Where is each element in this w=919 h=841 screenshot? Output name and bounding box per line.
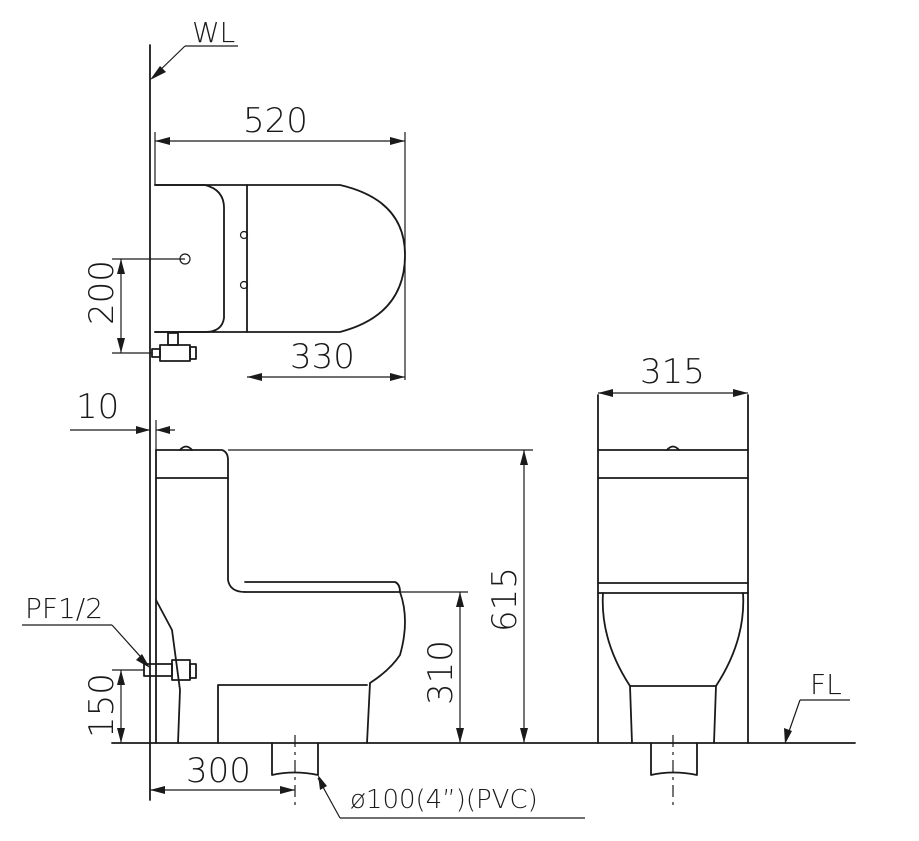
dim-10-label: 10	[76, 387, 119, 427]
dim-330: 330	[247, 337, 405, 381]
dim-520: 520	[154, 101, 406, 380]
dim-310: 310	[400, 591, 468, 743]
dim-200: 200	[82, 258, 185, 354]
dim-520-label: 520	[243, 101, 308, 141]
pf-callout: PF1/2	[22, 592, 150, 668]
pipe-callout: ø100(4”)(PVC)	[317, 775, 585, 819]
wl-label: WL	[192, 16, 235, 49]
dim-200-label: 200	[82, 260, 122, 325]
front-elevation	[597, 394, 749, 805]
dim-615-label: 615	[485, 567, 525, 632]
pf-label: PF1/2	[25, 592, 103, 625]
dim-330-label: 330	[290, 337, 355, 377]
dim-315: 315	[598, 352, 748, 397]
plan-view	[151, 184, 406, 362]
dim-150: 150	[82, 669, 144, 743]
fl-label: FL	[810, 668, 842, 701]
dim-310-label: 310	[421, 640, 461, 705]
dim-150-label: 150	[82, 673, 122, 738]
side-elevation	[143, 445, 406, 805]
dim-615: 615	[228, 449, 533, 743]
dim-315-label: 315	[640, 352, 705, 392]
dim-300: 300	[150, 751, 295, 794]
dim-300-label: 300	[186, 751, 251, 791]
dim-10: 10	[70, 387, 175, 450]
pipe-label: ø100(4”)(PVC)	[350, 785, 538, 815]
floor-line: FL	[111, 668, 856, 744]
wl-callout: WL	[150, 16, 238, 80]
